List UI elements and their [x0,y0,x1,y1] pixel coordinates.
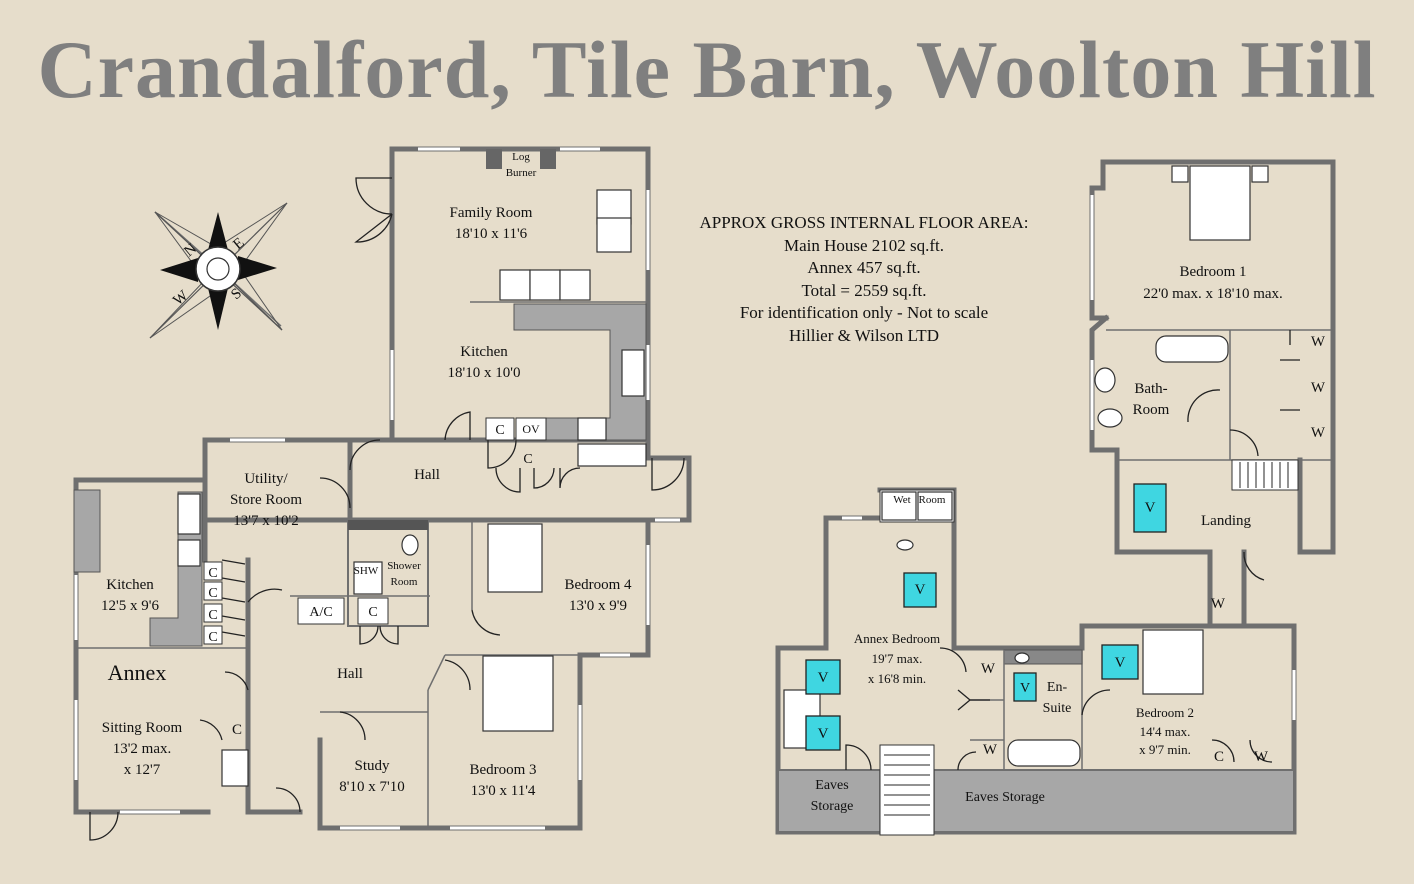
first-floor-voids: V V V V V V [805,483,1167,751]
bedroom3-name: Bedroom 3 [469,762,536,778]
sitting-room-cupboard: C [232,722,242,738]
first-floor-furniture [783,165,1269,767]
void-ensuite: V [1020,681,1030,696]
landing-wardrobe: W [1211,596,1226,612]
ac-label: A/C [309,605,332,620]
annex-cupboard-3: C [208,608,217,623]
first-floor-doors [845,330,1300,771]
utility-name-1: Utility/ [244,471,288,487]
compass-w-label: W [170,287,192,309]
void-bedroom2: V [1115,655,1126,671]
ground-floor-windows [74,147,680,830]
bedroom2-wardrobe: W [1254,749,1269,765]
sitting-room-size-1: 13'2 max. [113,741,172,757]
bedroom3-size: 13'0 x 11'4 [471,783,536,799]
first-floor-windows [842,195,1296,720]
property-title: Crandalford, Tile Barn, Woolton Hill [37,24,1377,115]
annex-cupboard-2: C [208,586,217,601]
bedroom2-name: Bedroom 2 [1136,705,1194,720]
wet-room-label-2: Room [919,494,946,506]
kitchen-cupboard-label: C [495,423,504,438]
shower-cupboard-label: C [368,605,377,620]
utility-size: 13'7 x 10'2 [233,513,298,529]
area-annex: Annex 457 sq.ft. [807,258,921,277]
wardrobe-2: W [1311,380,1326,396]
kitchen-name: Kitchen [460,344,508,360]
compass-n-label: N [181,241,200,260]
floor-area-summary: APPROX GROSS INTERNAL FLOOR AREA: Main H… [664,212,1064,347]
bedroom4-size: 13'0 x 9'9 [569,598,627,614]
bedroom2-cupboard: C [1214,749,1224,765]
shower-room-label-1: Shower [387,560,421,572]
study-name: Study [354,758,390,774]
lower-hall-label: Hall [337,666,363,682]
bedroom1-name: Bedroom 1 [1179,264,1246,280]
family-room-name: Family Room [450,205,533,221]
annex-wardrobe-1: W [981,661,996,677]
annex-kitchen-size: 12'5 x 9'6 [101,598,159,614]
bedroom1-size: 22'0 max. x 18'10 max. [1143,286,1283,302]
sitting-room-name: Sitting Room [102,720,183,736]
area-total: Total = 2559 sq.ft. [801,280,927,300]
kitchen-size: 18'10 x 10'0 [448,365,521,381]
annex-wardrobe-2: W [983,742,998,758]
annex-label: Annex [108,660,167,685]
log-burner-label-1: Log [512,151,530,163]
void-landing: V [1145,500,1156,516]
area-disclaimer: For identification only - Not to scale [739,303,989,322]
annex-kitchen-name: Kitchen [106,577,154,593]
void-annex-left-2: V [818,726,829,742]
shower-room-label-2: Room [391,576,418,588]
log-burner-label-2: Burner [506,167,537,179]
wardrobe-3: W [1311,425,1326,441]
void-annex-left-1: V [818,670,829,686]
compass-s-label: S [228,285,245,303]
wardrobe-1: W [1311,334,1326,350]
area-company: Hillier & Wilson LTD [789,325,939,345]
annex-cupboard-1: C [208,566,217,581]
bathroom-name-1: Bath- [1134,381,1167,397]
shower-label: SHW [354,565,379,577]
area-main-house: Main House 2102 sq.ft. [783,235,945,255]
compass-icon: N E W S [149,202,288,339]
eaves-storage-middle: Eaves Storage [965,790,1045,805]
area-heading: APPROX GROSS INTERNAL FLOOR AREA: [699,213,1029,232]
first-floor-walls [775,159,1336,836]
annex-cupboard-4: C [208,630,217,645]
wet-room-label-1: Wet [893,494,910,506]
study-size: 8'10 x 7'10 [339,779,404,795]
utility-name-2: Store Room [230,492,302,508]
family-room-size: 18'10 x 11'6 [455,226,528,242]
annex-bedroom-size-1: 19'7 max. [872,651,923,666]
ensuite-name-1: En- [1047,680,1068,695]
ground-floor-doors [89,177,685,841]
eaves-storage-left-1: Eaves [815,778,848,793]
void-annex-bedroom: V [915,582,926,598]
oven-label: OV [522,422,540,436]
bedroom2-size-1: 14'4 max. [1140,724,1191,739]
landing-label: Landing [1201,513,1251,529]
annex-bedroom-size-2: x 16'8 min. [868,671,926,686]
bathroom-name-2: Room [1133,402,1170,418]
first-floor-labels: Bedroom 1 22'0 max. x 18'10 max. Bath- R… [811,264,1326,814]
bedroom4-name: Bedroom 4 [564,577,632,593]
bedroom2-size-2: x 9'7 min. [1139,742,1191,757]
ground-floor-labels: Family Room 18'10 x 11'6 Kitchen 18'10 x… [101,205,632,799]
ensuite-name-2: Suite [1043,701,1072,716]
ground-floor-furniture: Log Burner [177,149,647,787]
eaves-storage-left-2: Storage [811,799,854,814]
sitting-room-size-2: x 12'7 [124,762,161,778]
hall-cupboard-label: C [523,452,532,467]
annex-bedroom-name: Annex Bedroom [854,631,940,646]
upper-hall-label: Hall [414,467,440,483]
